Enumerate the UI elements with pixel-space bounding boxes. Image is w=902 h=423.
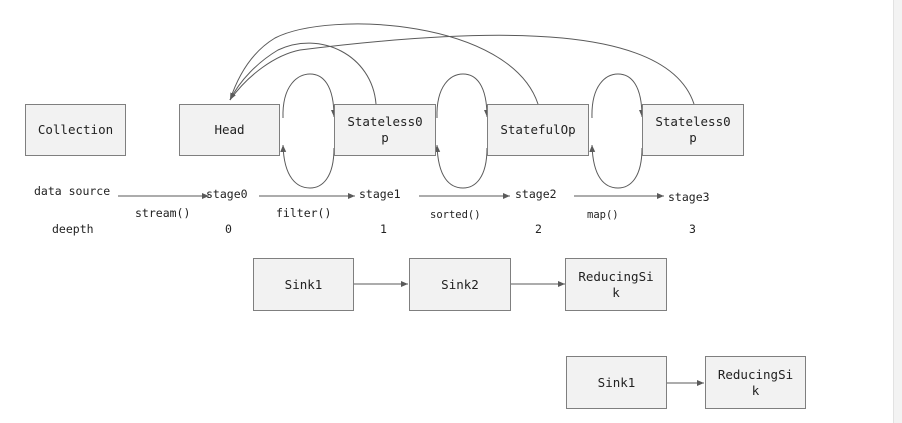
head-stateless1-loop-lower	[280, 144, 335, 189]
head-box: Head	[179, 104, 280, 156]
depth-value-1: 1	[380, 222, 387, 236]
sink2-box: Sink2	[409, 258, 511, 311]
stateful-stateless2-loop-lower	[589, 144, 643, 189]
stateful-stateless2-loop-upper	[591, 73, 645, 119]
depth-value-0: 0	[225, 222, 232, 236]
stage-label-1: stage1	[359, 187, 401, 201]
op-label-sorted: sorted()	[430, 209, 481, 221]
stateless-op-box-2: Stateless0 p	[642, 104, 744, 156]
depth-row-label: deepth	[52, 222, 94, 236]
stateful-to-head-link	[229, 23, 539, 105]
stateless-op-box-1: Stateless0 p	[334, 104, 436, 156]
sink1-box: Sink1	[253, 258, 354, 311]
head-stateless1-loop-upper	[282, 73, 337, 119]
collection-box: Collection	[25, 104, 126, 156]
stateless1-stateful-loop-lower	[434, 144, 488, 189]
right-edge-strip	[893, 0, 902, 423]
stateful-op-box: StatefulOp	[487, 104, 589, 156]
stateless1-to-head-link	[229, 42, 377, 105]
reducing-sink-box-1: ReducingSi k	[565, 258, 667, 311]
stage-label-3: stage3	[668, 190, 710, 204]
op-label-filter: filter()	[276, 206, 332, 220]
stateless1-stateful-loop-upper	[436, 73, 490, 119]
data-source-label: data source	[34, 184, 111, 198]
reducing-sink-box-2: ReducingSi k	[705, 356, 806, 409]
stage-label-0: stage0	[206, 187, 248, 201]
sink1-box-2: Sink1	[566, 356, 667, 409]
depth-value-3: 3	[689, 222, 696, 236]
stateless2-to-head-link	[229, 34, 695, 105]
depth-value-2: 2	[535, 222, 542, 236]
op-label-stream: stream()	[135, 206, 191, 220]
stage-label-2: stage2	[515, 187, 557, 201]
op-label-map: map()	[587, 209, 619, 221]
